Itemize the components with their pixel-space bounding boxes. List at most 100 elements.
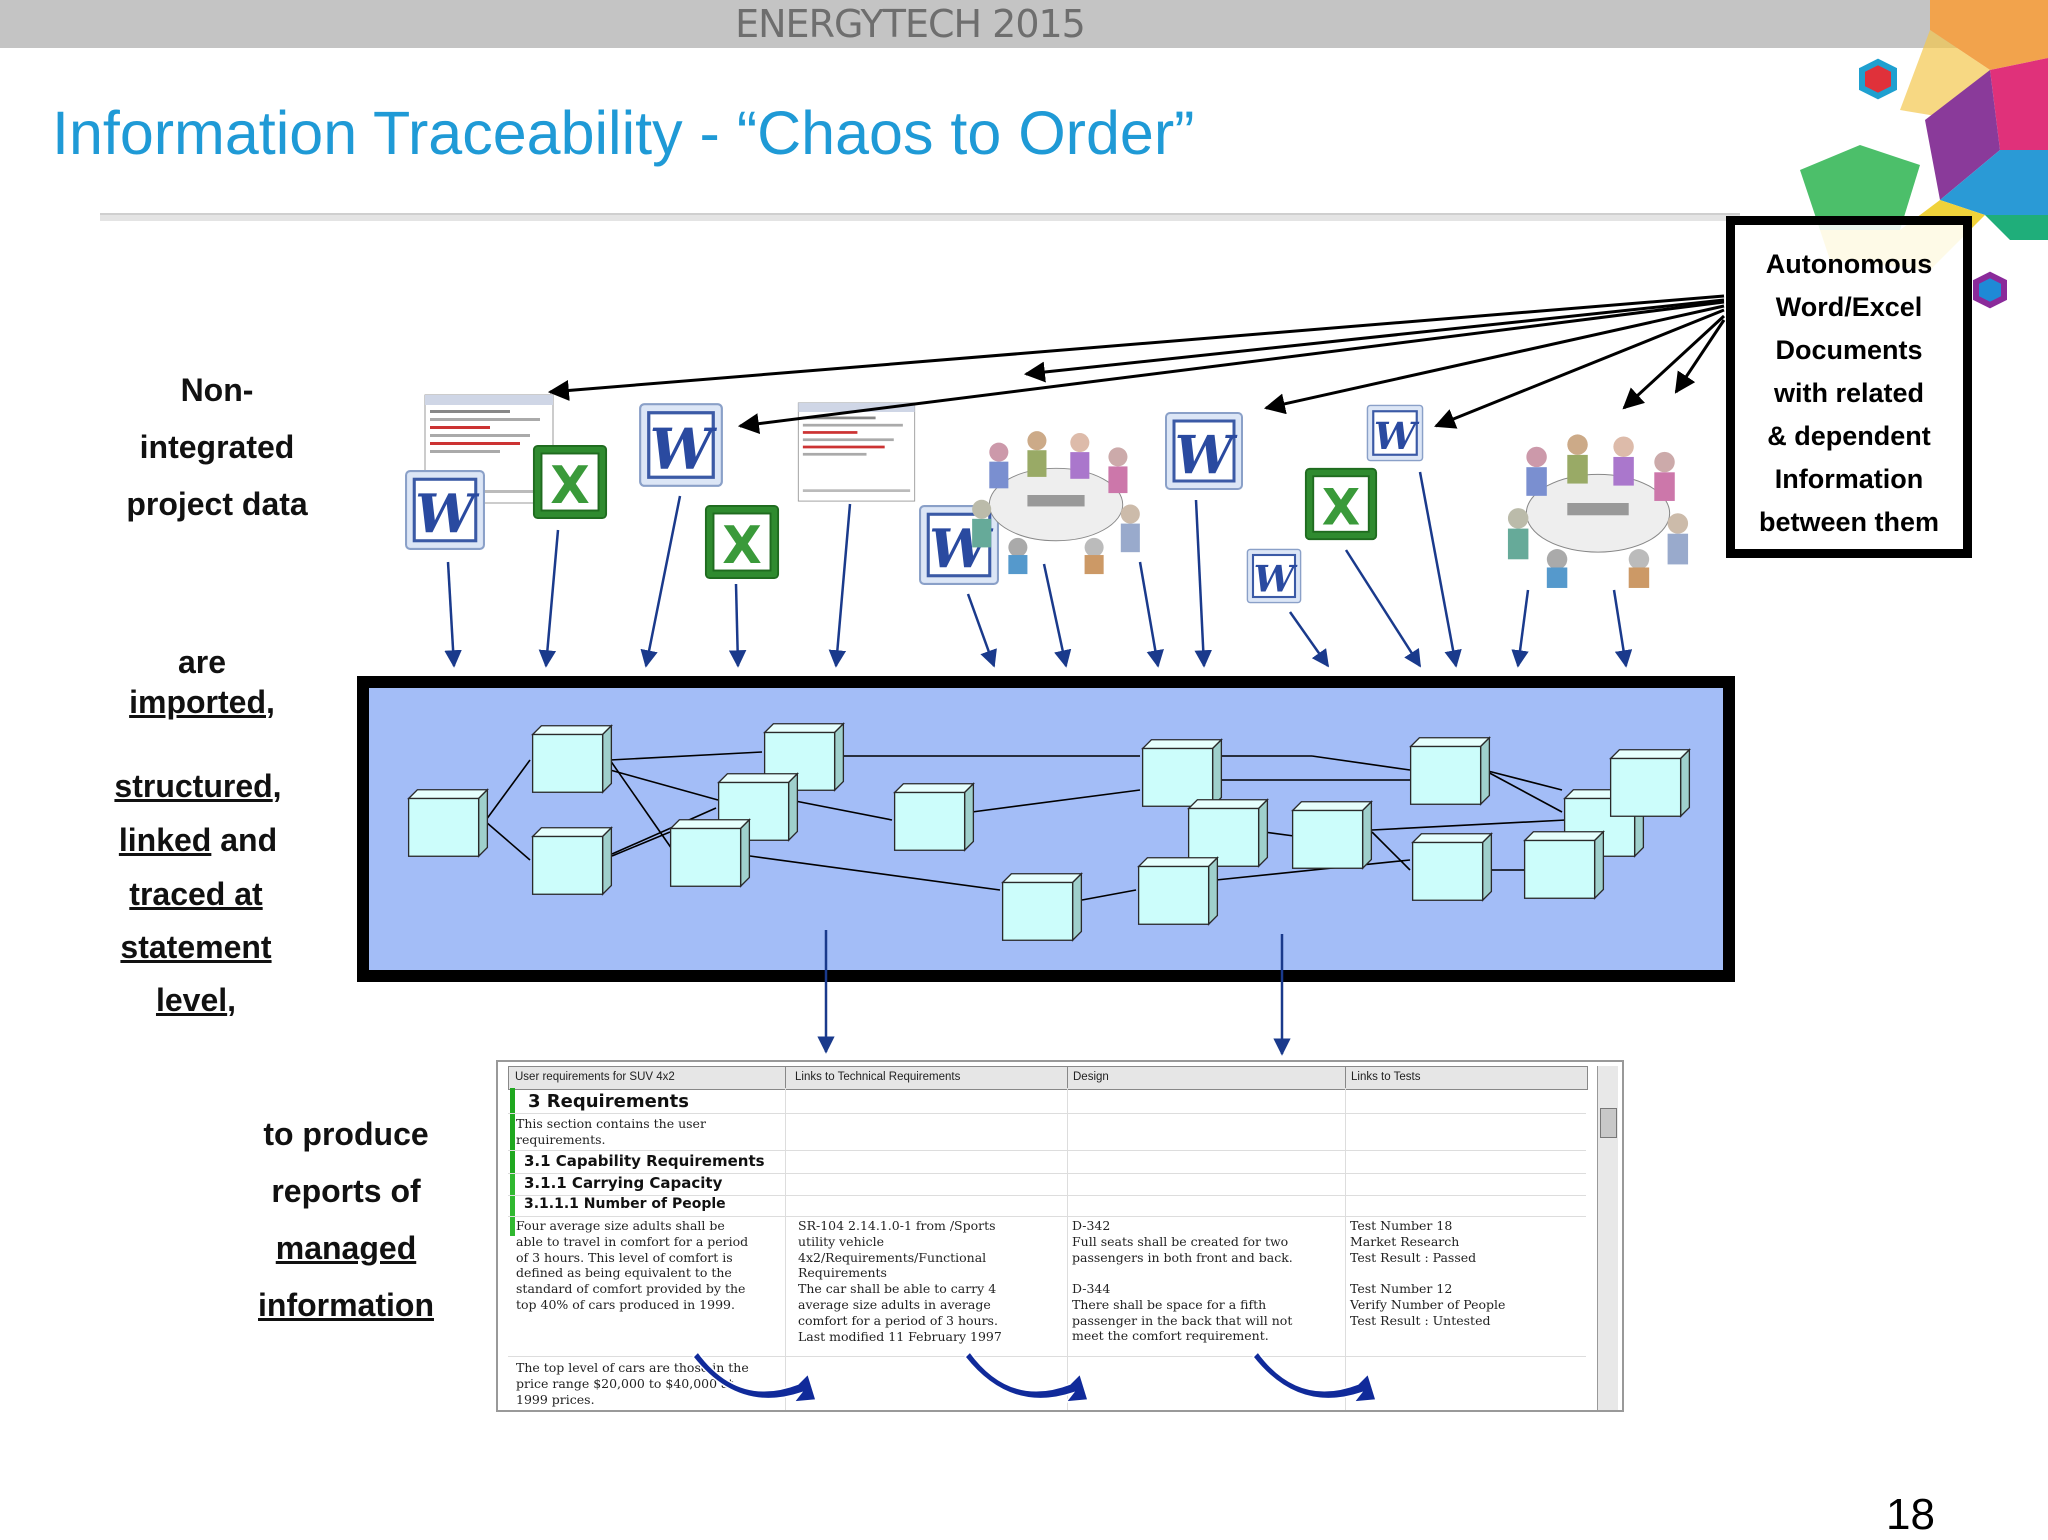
- text-line: This section contains the user: [516, 1116, 706, 1131]
- row-divider: [508, 1173, 1586, 1174]
- text-line: of 3 hours. This level of comfort is: [516, 1249, 733, 1265]
- text-line: standard of comfort provided by the: [516, 1281, 746, 1297]
- text-line: defined as being equivalent to the: [516, 1265, 732, 1281]
- data-object-box: [531, 725, 613, 793]
- intro-text: This section contains the user requireme…: [516, 1116, 780, 1148]
- test-link[interactable]: Test Number 12 Verify Number of People T…: [1350, 1281, 1580, 1328]
- text-line: Four average size adults shall be: [516, 1218, 725, 1233]
- label-line: managed: [226, 1220, 466, 1277]
- column-line: [785, 1088, 786, 1410]
- text-line: Verify Number of People: [1350, 1296, 1506, 1312]
- text-line: top 40% of cars produced in 1999.: [516, 1296, 735, 1312]
- label-imported: imported,: [129, 684, 275, 720]
- heading-3-1-1-1: 3.1.1.1 Number of People: [524, 1196, 726, 1212]
- text-line: Test Result : Passed: [1350, 1249, 1477, 1265]
- text-line: comfort for a period of 3 hours.: [798, 1312, 998, 1328]
- conference-logo-text: ENERGYTECH 2015: [735, 2, 1086, 46]
- data-object-box: [531, 827, 613, 895]
- trace-curves: [691, 1350, 1377, 1403]
- column-header: User requirements for SUV 4x2: [515, 1071, 675, 1083]
- heading-3-1-1: 3.1.1 Carrying Capacity: [524, 1174, 723, 1192]
- word-icon: [1246, 548, 1302, 604]
- footer-text: The top level of cars are those in the p…: [516, 1360, 780, 1407]
- heading-3-1: 3.1 Capability Requirements: [524, 1152, 765, 1170]
- label-structured: structured,: [114, 768, 282, 804]
- callout-arrows: [547, 294, 1726, 435]
- text-line: Last modified 11 February 1997: [798, 1328, 1002, 1344]
- callout-line: between them: [1758, 507, 1940, 537]
- column-header: Links to Technical Requirements: [795, 1071, 961, 1083]
- label-managed-text: managed: [275, 1230, 417, 1266]
- label-statement-text: statement: [120, 929, 272, 965]
- row-divider: [508, 1113, 1586, 1114]
- row-divider: [508, 1195, 1586, 1196]
- label-to-produce: to produce reports of managed informatio…: [226, 1106, 466, 1334]
- data-object-box: [1609, 749, 1691, 817]
- label-level-text: level: [155, 982, 228, 1018]
- section-title: 3 Requirements: [528, 1091, 689, 1112]
- text-line: Test Number 12: [1350, 1281, 1453, 1296]
- text-line: The top level of cars are those in the: [516, 1360, 749, 1375]
- requirement-text: Four average size adults shall be able t…: [516, 1218, 780, 1313]
- data-object-box: [669, 819, 751, 887]
- label-structured-text: structured: [114, 768, 273, 804]
- text-line: utility vehicle: [798, 1233, 885, 1249]
- callout-text: Autonomous Word/Excel Documents with rel…: [1735, 243, 1963, 544]
- section-marker: [510, 1174, 515, 1236]
- text-line: able to travel in comfort for a period: [516, 1233, 749, 1249]
- label-traced: traced at: [96, 876, 296, 913]
- text-line: Test Number 18: [1350, 1218, 1453, 1233]
- row-divider: [508, 1150, 1586, 1151]
- text-line: SR-104 2.14.1.0-1 from /Sports: [798, 1218, 996, 1233]
- text-line: Requirements: [798, 1265, 887, 1281]
- managed-information-report: User requirements for SUV 4x2 Links to T…: [496, 1060, 1624, 1412]
- title-divider: [100, 213, 1740, 221]
- test-link[interactable]: Test Number 18 Market Research Test Resu…: [1350, 1218, 1580, 1265]
- data-object-box: [893, 783, 975, 851]
- report-scrollbar[interactable]: [1597, 1066, 1618, 1410]
- row-divider: [508, 1356, 1586, 1357]
- text-line: passengers in both front and back.: [1072, 1249, 1293, 1265]
- callout-line: Documents: [1775, 335, 1923, 365]
- section-marker: [510, 1088, 515, 1174]
- excel-icon: [704, 504, 780, 580]
- column-header: Links to Tests: [1351, 1071, 1421, 1083]
- design-item[interactable]: D-342 Full seats shall be created for tw…: [1072, 1218, 1342, 1265]
- callout-line: Word/Excel: [1775, 292, 1923, 322]
- data-object-box: [1141, 739, 1223, 807]
- data-object-box: [1411, 833, 1493, 901]
- design-item[interactable]: D-344 There shall be space for a fifth p…: [1072, 1281, 1342, 1344]
- callout-line: with related: [1773, 378, 1925, 408]
- callout-line: & dependent: [1767, 421, 1931, 451]
- label-imported-text: imported: [129, 684, 266, 720]
- label-line: information: [226, 1277, 466, 1334]
- label-non-integrated: Non- integrated project data: [100, 362, 334, 533]
- column-line: [1067, 1088, 1068, 1410]
- trace-arrow-icon: [963, 1350, 1089, 1403]
- label-are: are: [177, 644, 227, 680]
- slide-title: Information Traceability - “Chaos to Ord…: [52, 99, 1195, 167]
- text-line: requirements.: [516, 1131, 606, 1147]
- word-icon: [638, 402, 724, 488]
- column-header: Design: [1073, 1071, 1109, 1083]
- text-line: D-342: [1072, 1218, 1111, 1233]
- technical-requirement-link[interactable]: SR-104 2.14.1.0-1 from /Sports utility v…: [798, 1218, 1058, 1344]
- report-arrows: [817, 930, 1291, 1056]
- label-line: reports of: [271, 1173, 421, 1209]
- data-object-box: [1137, 857, 1219, 925]
- text-line: The car shall be able to carry 4: [798, 1281, 997, 1297]
- text-line: 4x2/Requirements/Functional: [798, 1249, 987, 1265]
- excel-icon: [1304, 467, 1378, 541]
- scrollbar-thumb[interactable]: [1600, 1108, 1617, 1138]
- column-line: [1345, 1088, 1346, 1410]
- word-icon: [1164, 411, 1244, 491]
- top-banner: ENERGYTECH 2015: [0, 0, 2048, 48]
- data-object-box: [1291, 801, 1373, 869]
- text-line: Full seats shall be created for two: [1072, 1233, 1289, 1249]
- autonomous-documents-callout: Autonomous Word/Excel Documents with rel…: [1726, 216, 1972, 558]
- column-separator: [1345, 1067, 1346, 1089]
- label-statement: statement: [96, 929, 296, 966]
- data-object-box: [407, 789, 489, 857]
- label-and-text: and: [211, 822, 278, 858]
